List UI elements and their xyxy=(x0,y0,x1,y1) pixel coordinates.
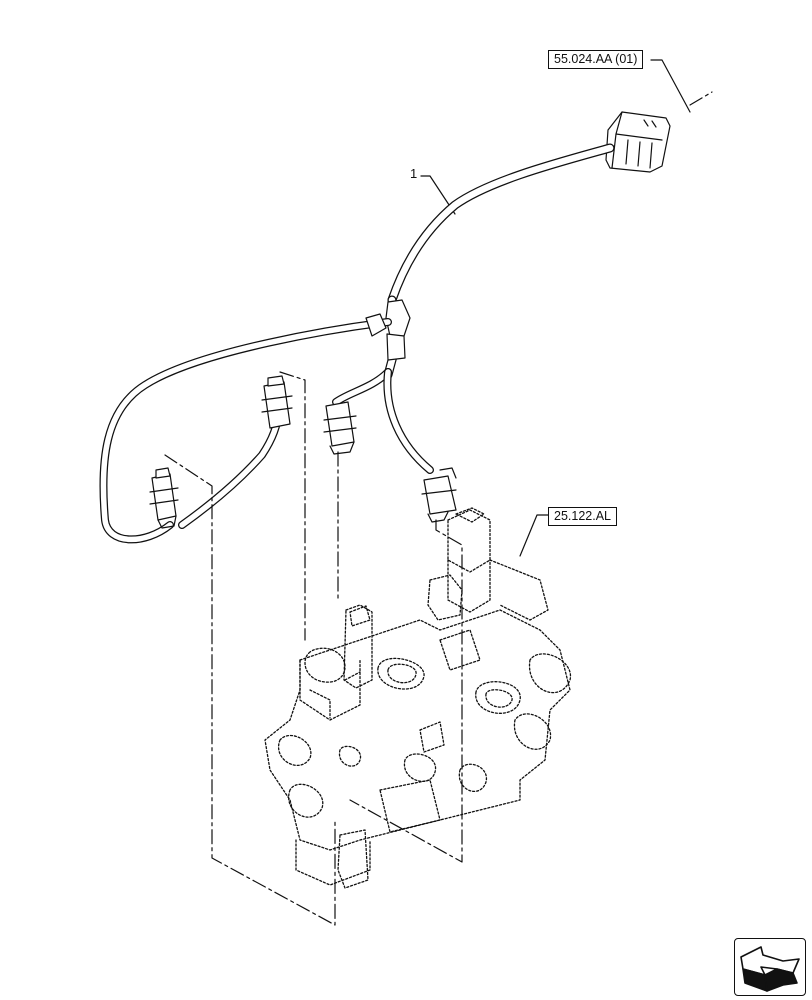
connector-left-b xyxy=(261,375,293,429)
connector-right xyxy=(421,467,457,523)
arrow-exit-icon xyxy=(740,946,800,992)
harness-center-branches xyxy=(332,368,434,474)
connector-left-a xyxy=(149,467,179,529)
reference-leaders xyxy=(420,59,713,557)
connector-center xyxy=(323,401,357,455)
valve-body xyxy=(264,507,571,889)
harness-trunk xyxy=(383,143,615,380)
harness-main-connector xyxy=(605,111,671,173)
assembly-guide-lines xyxy=(164,371,463,926)
exit-navigation-button[interactable] xyxy=(734,938,806,996)
harness-left-branch xyxy=(99,313,392,544)
valve-reference-label[interactable]: 25.122.AL xyxy=(548,507,617,526)
callout-item-1: 1 xyxy=(410,166,418,181)
harness-reference-label[interactable]: 55.024.AA (01) xyxy=(548,50,644,69)
